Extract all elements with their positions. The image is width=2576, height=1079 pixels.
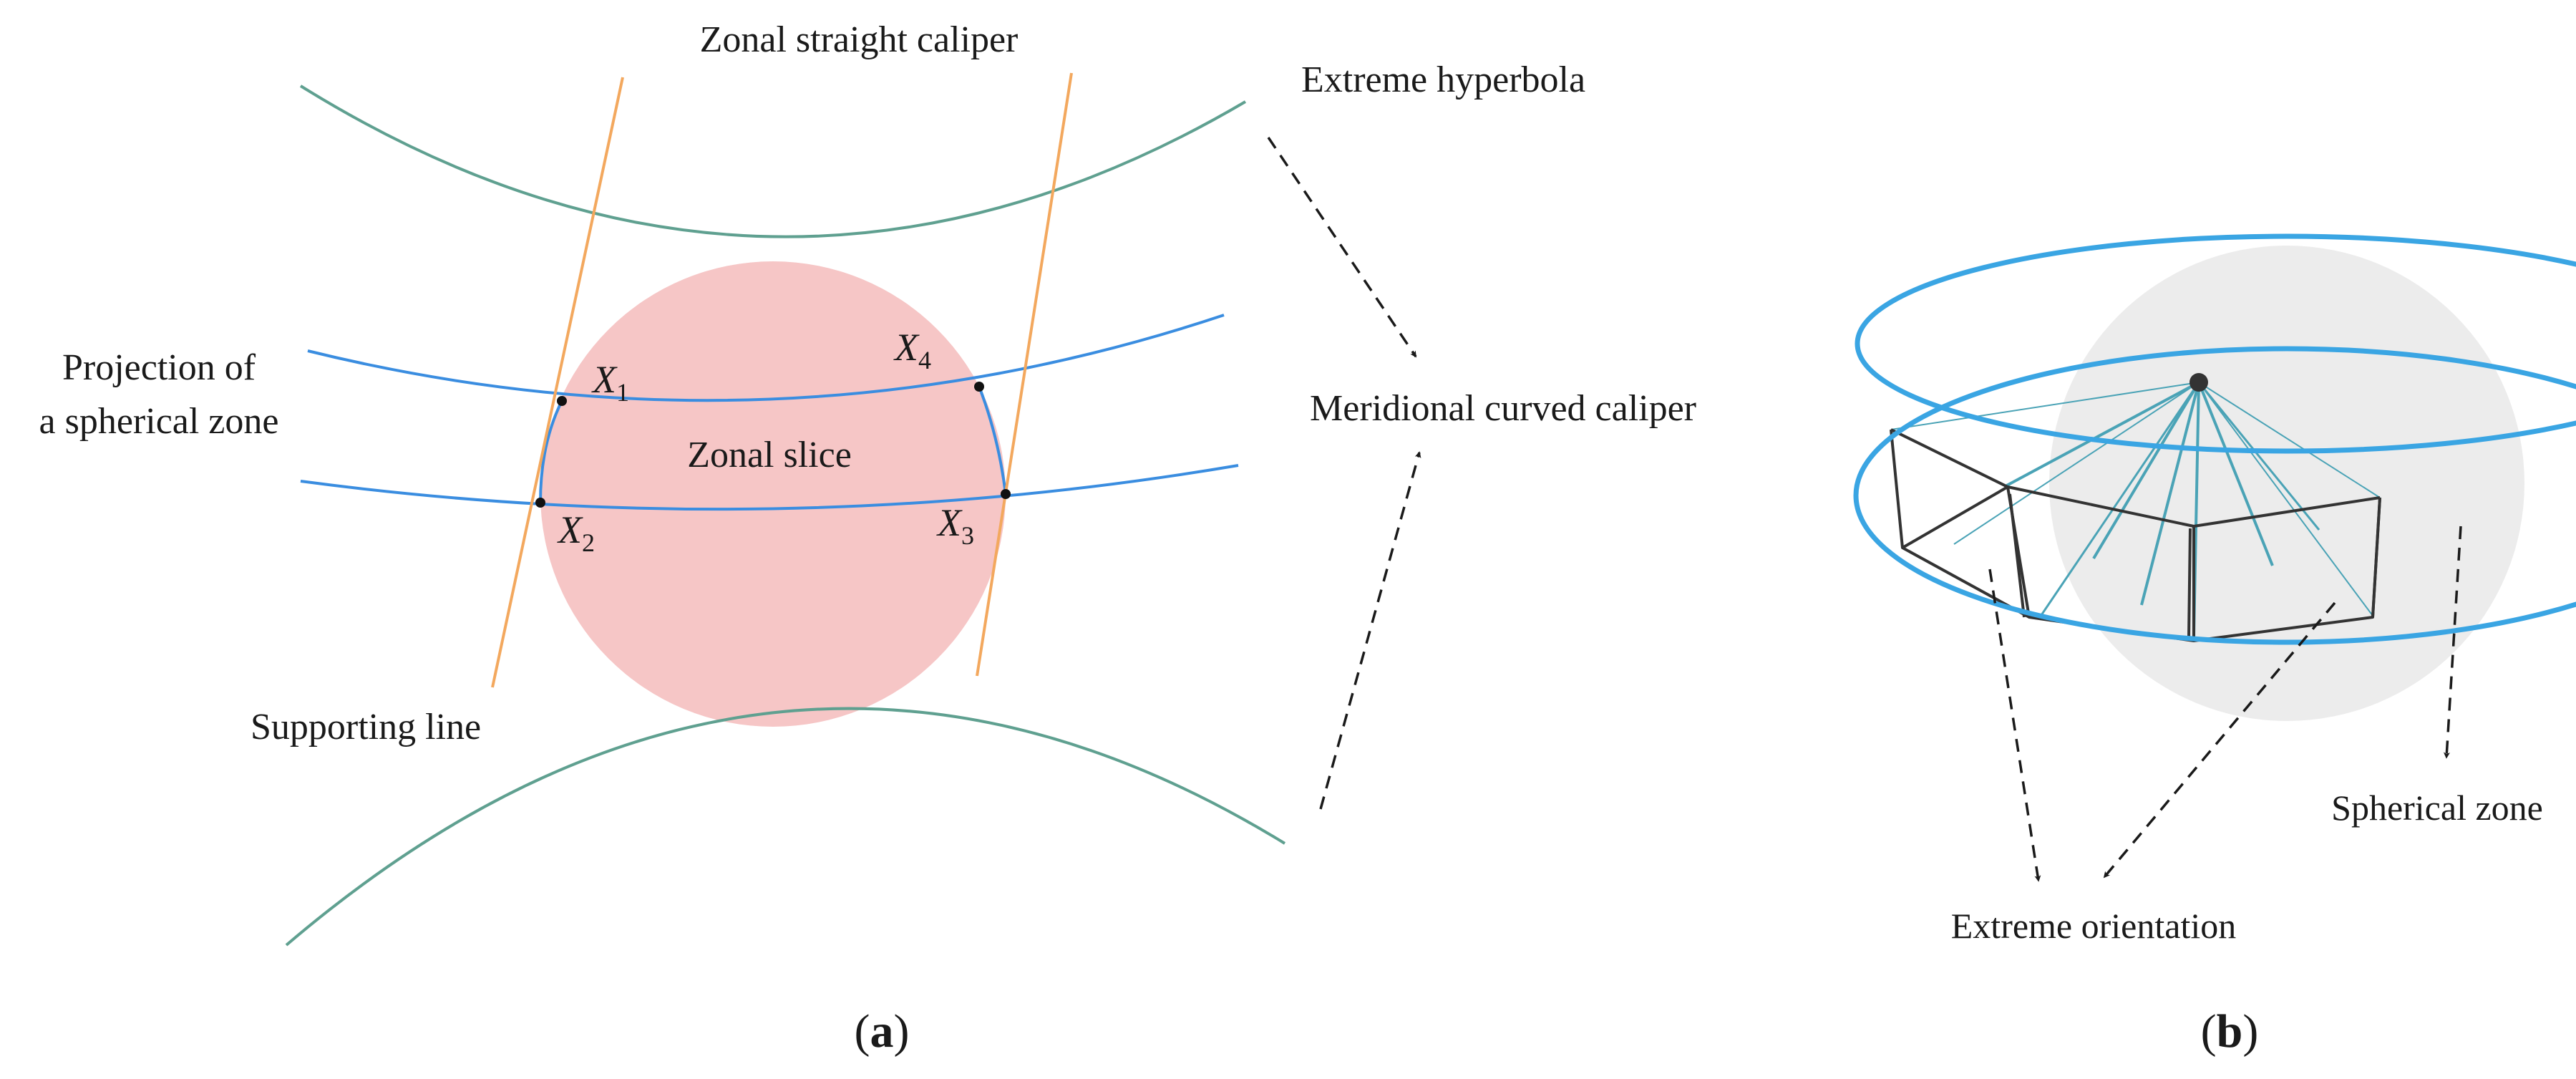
supporting-line-right <box>976 72 1073 677</box>
arrow-bottom-to-caliper <box>1319 451 1421 810</box>
point-x1 <box>557 396 567 406</box>
label-projection-line2: a spherical zone <box>39 401 279 442</box>
label-zonal-straight-caliper: Zonal straight caliper <box>700 19 1019 60</box>
panel-a: X1 X2 X3 X4 Zonal straight caliper Extre… <box>39 19 1696 1058</box>
caption-b: (b) <box>2201 1005 2259 1058</box>
label-zonal-slice: Zonal slice <box>687 435 852 475</box>
label-x4: X4 <box>893 326 931 374</box>
sphere <box>2049 246 2524 721</box>
label-x1: X1 <box>591 358 629 407</box>
panel-b: Spherical zone Extreme orientation (b) <box>1853 233 2576 1058</box>
slice-arc-right <box>978 386 1007 495</box>
zone-curve-upper <box>307 314 1225 402</box>
arrow-spherical-zone <box>2443 526 2462 759</box>
point-x3 <box>1001 489 1011 499</box>
slice-arc-left <box>539 400 563 503</box>
point-x4 <box>974 382 984 392</box>
label-projection-line1: Projection of <box>62 347 256 388</box>
label-x2: X2 <box>557 508 595 557</box>
zone-ring-lower <box>1853 346 2576 645</box>
label-extreme-hyperbola: Extreme hyperbola <box>1301 59 1585 100</box>
label-x3: X3 <box>936 501 974 550</box>
zone-curve-lower <box>300 464 1239 511</box>
zonal-slice-disk <box>540 261 1006 727</box>
label-extreme-orientation: Extreme orientation <box>1951 906 2236 946</box>
supporting-line-left <box>491 77 624 688</box>
label-meridional-curved-caliper: Meridional curved caliper <box>1310 388 1696 429</box>
label-supporting-line: Supporting line <box>251 707 481 747</box>
apex-point <box>2189 373 2208 392</box>
point-x2 <box>535 498 545 508</box>
caption-a: (a) <box>855 1005 910 1058</box>
arrow-hyperbola-to-caliper <box>1267 137 1417 358</box>
arrow-orientation-left <box>1988 568 2041 882</box>
arrow-orientation-right <box>2103 601 2336 879</box>
zone-ring-upper <box>1855 233 2576 454</box>
extreme-hyperbola-bottom <box>285 707 1286 947</box>
extreme-hyperbola-top <box>299 84 1247 238</box>
label-spherical-zone: Spherical zone <box>2331 788 2543 828</box>
